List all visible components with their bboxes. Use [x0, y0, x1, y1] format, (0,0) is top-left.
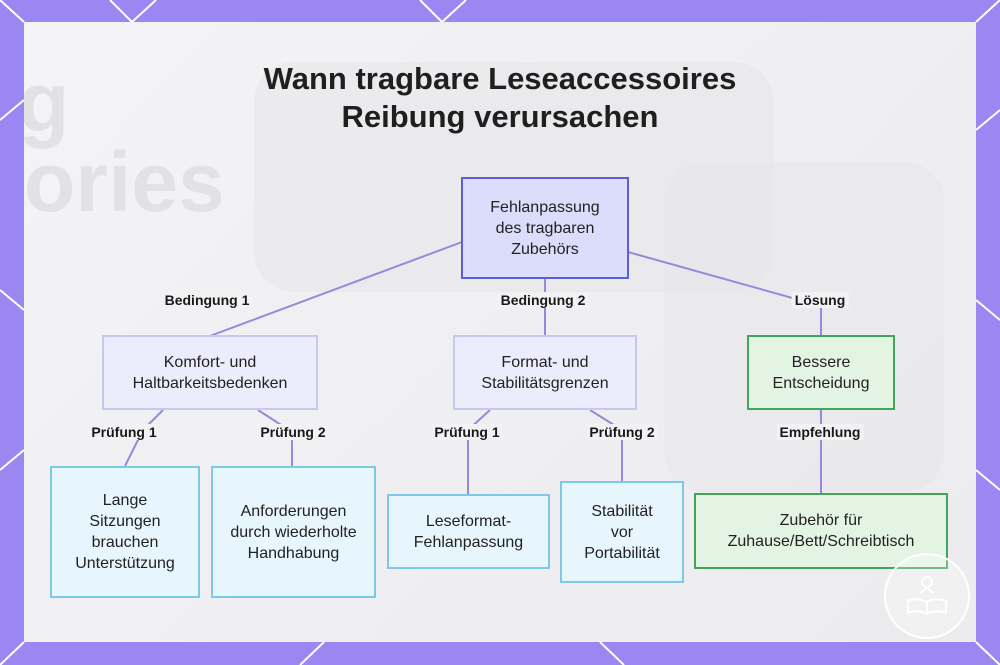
book-reader-logo — [884, 553, 970, 639]
format-node: Format- und Stabilitätsgrenzen — [453, 335, 637, 410]
book-reader-icon — [907, 576, 947, 616]
title-line: Wann tragbare Leseaccessoires — [263, 61, 737, 96]
connector-root-comfort — [209, 241, 463, 337]
edge-label-recommendation: Empfehlung — [776, 424, 864, 440]
diagram-title: Wann tragbare Leseaccessoires Reibung ve… — [0, 60, 1000, 136]
edge-label-check-2-mid: Prüfung 2 — [586, 424, 658, 440]
edge-label-check-2-left: Prüfung 2 — [257, 424, 329, 440]
edge-label-condition-1: Bedingung 1 — [161, 292, 253, 308]
background-text: ories — [24, 135, 225, 229]
connector-root-better-a — [627, 251, 822, 307]
root-node-label: Fehlanpassung des tragbaren Zubehörs — [490, 198, 600, 258]
format-mismatch-node: Leseformat-Fehlanpassung — [387, 494, 550, 569]
format-node-label: Format- und Stabilitätsgrenzen — [481, 353, 609, 392]
comfort-node-label: Komfort- und Haltbarkeitsbedenken — [132, 353, 288, 392]
root-node: Fehlanpassung des tragbaren Zubehörs — [461, 177, 629, 279]
background-text: g — [24, 55, 70, 149]
home-accessories-label: Zubehör für Zuhause/Bett/Schreibtisch — [727, 512, 915, 550]
stability-label: Stabilität vor Portabilität — [584, 502, 660, 562]
better-decision-label: Bessere Entscheidung — [772, 353, 870, 392]
edge-label-condition-2: Bedingung 2 — [497, 292, 589, 308]
comfort-node: Komfort- und Haltbarkeitsbedenken — [102, 335, 318, 410]
handling-node: Anforderungen durch wiederholte Handhabu… — [211, 466, 376, 598]
long-sessions-label: Lange Sitzungen brauchen Unterstützung — [75, 492, 175, 572]
long-sessions-node: Lange Sitzungen brauchen Unterstützung — [50, 466, 200, 598]
title-line: Reibung verursachen — [341, 99, 659, 134]
edge-label-solution: Lösung — [791, 292, 849, 308]
stability-node: Stabilität vor Portabilität — [560, 481, 684, 583]
better-decision-node: Bessere Entscheidung — [747, 335, 895, 410]
edge-label-check-1-mid: Prüfung 1 — [431, 424, 503, 440]
edge-label-check-1-left: Prüfung 1 — [88, 424, 160, 440]
home-accessories-node: Zubehör für Zuhause/Bett/Schreibtisch — [694, 493, 948, 569]
format-mismatch-label: Leseformat-Fehlanpassung — [413, 512, 524, 551]
handling-label: Anforderungen durch wiederholte Handhabu… — [230, 502, 357, 562]
